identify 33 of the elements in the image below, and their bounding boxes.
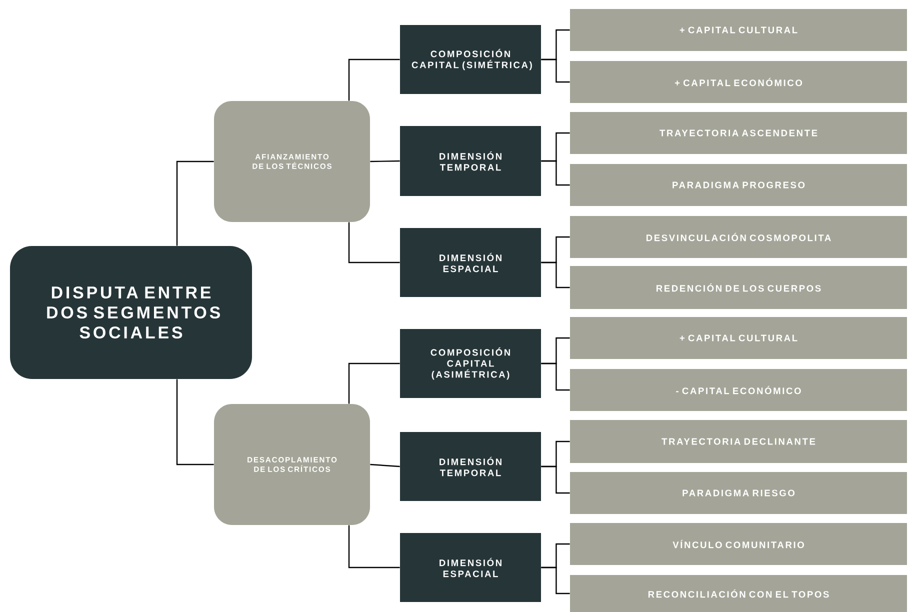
category-box: COMPOSICIÓN CAPITAL (ASIMÉTRICA) xyxy=(400,329,541,398)
connector-line xyxy=(348,362,400,404)
connector-line xyxy=(348,525,400,568)
connector-line xyxy=(541,566,570,594)
connector-line xyxy=(348,222,400,264)
root-box: DISPUTA ENTRE DOS SEGMENTOS SOCIALES xyxy=(10,246,252,379)
item-box: - CAPITAL ECONÓMICO xyxy=(570,369,907,411)
item-box: REDENCIÓN DE LOS CUERPOS xyxy=(570,266,907,309)
connector-line xyxy=(541,160,570,186)
connector-line xyxy=(541,262,570,288)
connector-line xyxy=(541,58,570,83)
item-box: + CAPITAL CULTURAL xyxy=(570,317,907,359)
connector-line xyxy=(348,58,400,101)
category-box: COMPOSICIÓN CAPITAL (SIMÉTRICA) xyxy=(400,25,541,94)
item-box: TRAYECTORIA ASCENDENTE xyxy=(570,112,907,154)
connector-line xyxy=(370,160,400,162)
connector-line xyxy=(370,464,400,468)
category-box: DIMENSIÓN ESPACIAL xyxy=(400,533,541,602)
item-box: PARADIGMA PROGRESO xyxy=(570,164,907,206)
item-box: + CAPITAL ECONÓMICO xyxy=(570,61,907,103)
item-box: + CAPITAL CULTURAL xyxy=(570,9,907,51)
connector-line xyxy=(176,379,214,466)
item-box: TRAYECTORIA DECLINANTE xyxy=(570,420,907,463)
item-box: DESVINCULACIÓN COSMOPOLITA xyxy=(570,216,907,258)
category-box: DIMENSIÓN TEMPORAL xyxy=(400,126,541,196)
connector-line xyxy=(541,466,570,494)
category-box: DIMENSIÓN TEMPORAL xyxy=(400,432,541,501)
item-box: PARADIGMA RIESGO xyxy=(570,472,907,514)
item-box: VÍNCULO COMUNITARIO xyxy=(570,523,907,565)
connector-line xyxy=(176,160,214,246)
connector-line xyxy=(541,362,570,391)
item-box: RECONCILIACIÓN CON EL TOPOS xyxy=(570,575,907,612)
category-box: DIMENSIÓN ESPACIAL xyxy=(400,228,541,297)
